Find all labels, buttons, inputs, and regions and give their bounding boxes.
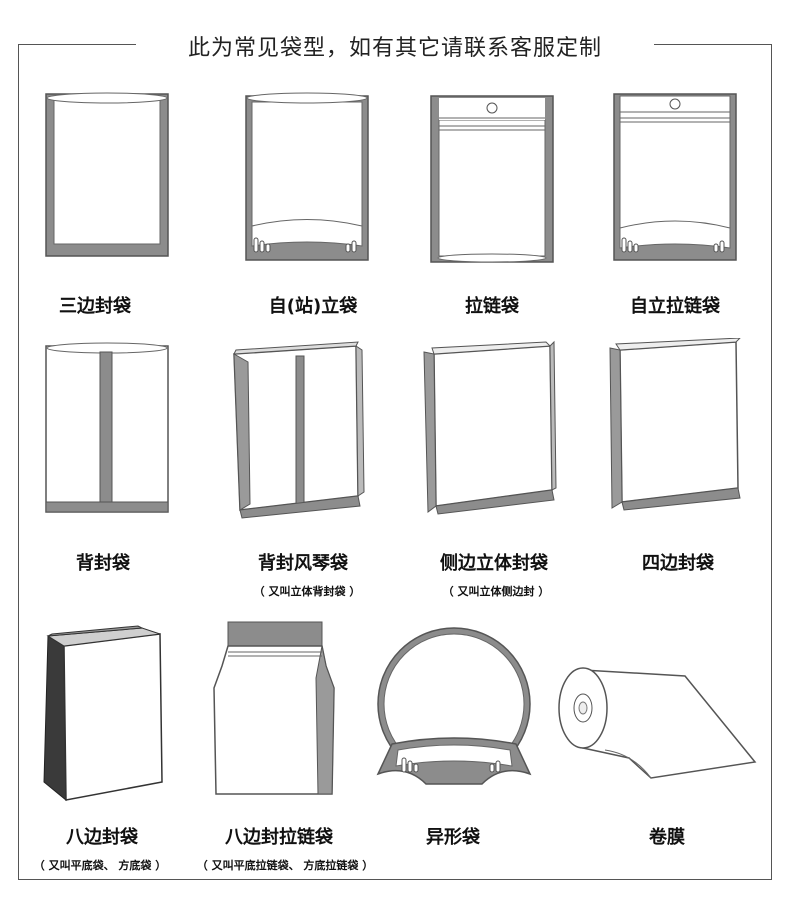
bag-label: 背封袋 bbox=[76, 553, 130, 574]
bag-label: 卷膜 bbox=[649, 827, 685, 848]
bag-label: 异形袋 bbox=[426, 827, 480, 848]
bag-note: （ 又叫立体侧边封 ） bbox=[442, 585, 550, 598]
zipper-bag-icon bbox=[430, 95, 554, 263]
back-seal-gusset-bag-icon bbox=[233, 341, 365, 519]
content-frame bbox=[18, 44, 772, 880]
back-seal-bag-icon bbox=[45, 342, 169, 513]
bag-label: 四边封袋 bbox=[642, 553, 714, 574]
bag-label: 八边封袋 bbox=[66, 827, 138, 848]
page-title: 此为常见袋型，如有其它请联系客服定制 bbox=[0, 30, 790, 62]
side-gusset-bag-icon bbox=[423, 340, 557, 515]
three-side-seal-bag-icon bbox=[45, 92, 169, 257]
bag-label: 自立拉链袋 bbox=[630, 296, 720, 317]
title-rule-left bbox=[18, 44, 136, 45]
bag-label: 拉链袋 bbox=[465, 296, 519, 317]
stand-up-pouch-icon bbox=[245, 92, 369, 261]
flat-bottom-zipper-bag-icon bbox=[213, 621, 335, 795]
bag-note: （ 又叫平底拉链袋、 方底拉链袋 ） bbox=[196, 859, 374, 872]
bag-note: （ 又叫立体背封袋 ） bbox=[253, 585, 361, 598]
flat-bottom-bag-icon bbox=[43, 625, 163, 802]
stand-up-zipper-bag-icon bbox=[613, 93, 737, 261]
bag-label: 侧边立体封袋 bbox=[440, 553, 548, 574]
bag-label: 三边封袋 bbox=[59, 296, 131, 317]
special-shape-bag-icon bbox=[376, 627, 532, 785]
bag-label: 自(站)立袋 bbox=[268, 296, 358, 317]
bag-note: （ 又叫平底袋、 方底袋 ） bbox=[33, 859, 167, 872]
title-rule-right bbox=[654, 44, 772, 45]
bag-label: 背封风琴袋 bbox=[258, 553, 348, 574]
roll-film-icon bbox=[558, 667, 757, 779]
bag-label: 八边封拉链袋 bbox=[225, 827, 333, 848]
four-side-seal-bag-icon bbox=[609, 338, 741, 511]
